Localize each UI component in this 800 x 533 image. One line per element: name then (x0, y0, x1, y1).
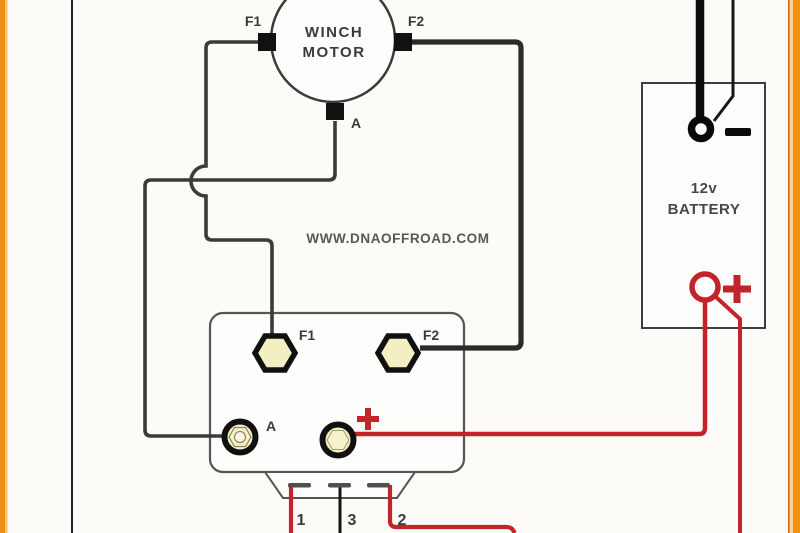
connector-pin1-label: 1 (297, 512, 306, 529)
motor-terminal-f1-label: F1 (245, 13, 262, 29)
solenoid-terminal-f1-label: F1 (299, 327, 316, 343)
connector-slot-3 (328, 483, 351, 488)
connector-slot-2 (367, 483, 390, 488)
right-orange-border (788, 0, 800, 533)
solenoid-terminal-a (221, 418, 259, 456)
solenoid-terminal-f2-label: F2 (423, 327, 440, 343)
connector-pin2-label: 2 (398, 512, 407, 529)
wire-battery-negative-thin (712, 0, 735, 122)
left-frame-line (71, 0, 73, 533)
wire-motor-f1-to-solenoid-f1 (189, 40, 274, 338)
left-orange-border (0, 0, 8, 533)
motor-terminal-f2 (394, 33, 412, 51)
solenoid-terminal-plus (319, 421, 357, 459)
battery-voltage-label: 12v (691, 180, 718, 197)
motor-name-line2: MOTOR (302, 44, 365, 61)
motor-terminal-a (326, 103, 344, 120)
battery-name-label: BATTERY (668, 201, 741, 218)
plus-icon-solenoid (357, 408, 379, 430)
connector-slot-1 (288, 483, 311, 488)
solenoid-terminal-a-label: A (266, 418, 276, 434)
minus-icon (725, 128, 751, 136)
wire-battery-positive-to-solenoid-plus (354, 300, 708, 437)
motor-terminal-f1 (258, 33, 276, 51)
wire-motor-a-to-solenoid-a (143, 121, 337, 438)
connector-pin3-label: 3 (348, 512, 357, 529)
battery-positive-terminal (689, 271, 721, 303)
watermark-text: WWW.DNAOFFROAD.COM (306, 231, 489, 246)
battery-negative-terminal (687, 115, 715, 143)
motor-terminal-a-label: A (351, 115, 361, 131)
solenoid-terminal-f2 (374, 333, 422, 373)
solenoid-terminal-f1 (251, 333, 299, 373)
motor-name-line1: WINCH (305, 24, 363, 41)
plus-icon-battery (723, 275, 751, 303)
wire-motor-f2-to-solenoid-f2 (412, 39, 524, 351)
wire-connector-pin2 (387, 485, 517, 533)
motor-terminal-f2-label: F2 (408, 13, 425, 29)
wire-battery-positive-branch (714, 295, 742, 533)
